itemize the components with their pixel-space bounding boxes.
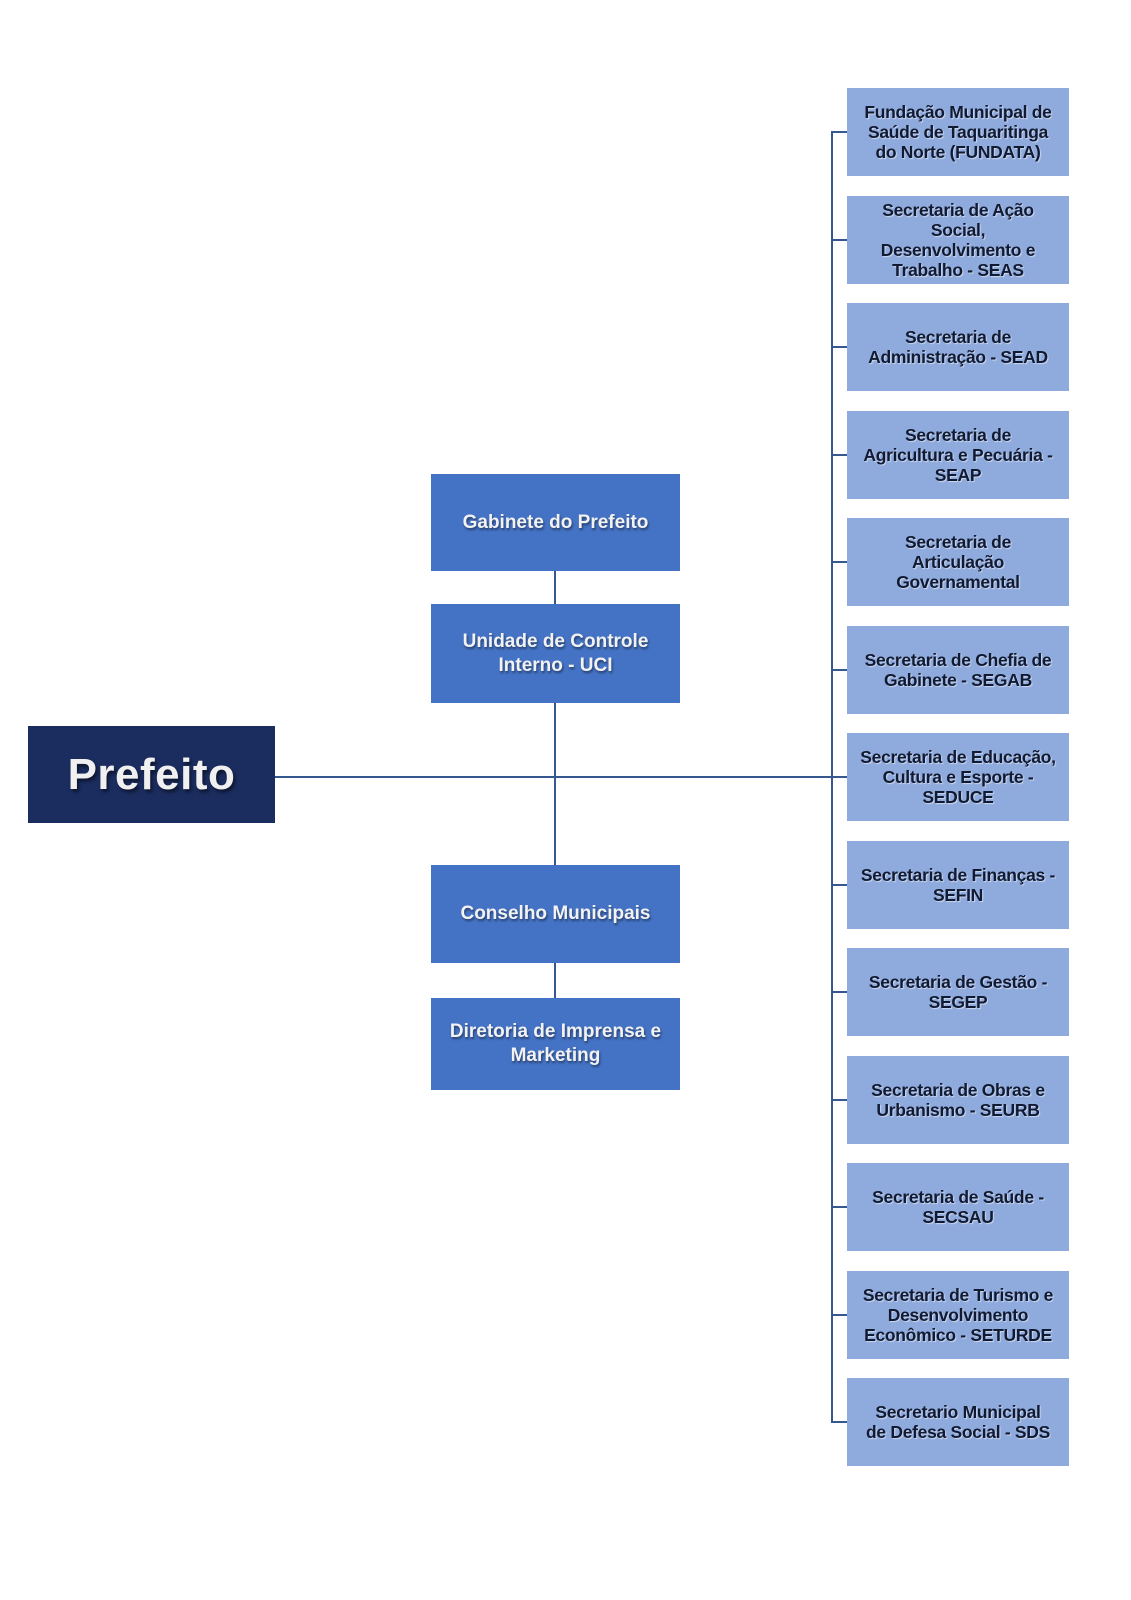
org-node-secretariat: Secretario Municipal de Defesa Social - … <box>847 1378 1069 1466</box>
connector-tick <box>831 346 847 348</box>
connector-tick <box>831 1099 847 1101</box>
org-node-unidade-controle-interno: Unidade de Controle Interno - UCI <box>431 604 680 703</box>
connector-tick <box>831 991 847 993</box>
org-node-secretariat: Secretaria de Agricultura e Pecuária - S… <box>847 411 1069 499</box>
org-node-conselho-municipais: Conselho Municipais <box>431 865 680 963</box>
org-node-secretariat: Secretaria de Chefia de Gabinete - SEGAB <box>847 626 1069 714</box>
connector-uci-conselho <box>554 703 556 865</box>
org-node-secretariat: Fundação Municipal de Saúde de Taquariti… <box>847 88 1069 176</box>
org-node-secretariat: Secretaria de Educação, Cultura e Esport… <box>847 733 1069 821</box>
org-node-secretariat: Secretaria de Finanças - SEFIN <box>847 841 1069 929</box>
connector-tick <box>831 239 847 241</box>
connector-gabinete-uci <box>554 571 556 604</box>
connector-tick <box>831 1206 847 1208</box>
connector-tick <box>831 454 847 456</box>
org-node-secretariat: Secretaria de Administração - SEAD <box>847 303 1069 391</box>
connector-tick <box>831 131 847 133</box>
connector-tick <box>831 776 847 778</box>
org-node-secretariat: Secretaria de Saúde - SECSAU <box>847 1163 1069 1251</box>
connector-tick <box>831 561 847 563</box>
connector-tick <box>831 1421 847 1423</box>
org-node-secretariat: Secretaria de Obras e Urbanismo - SEURB <box>847 1056 1069 1144</box>
org-node-prefeito: Prefeito <box>28 726 275 823</box>
org-node-secretariat: Secretaria de Ação Social, Desenvolvimen… <box>847 196 1069 284</box>
org-node-secretariat: Secretaria de Articulação Governamental <box>847 518 1069 606</box>
connector-tick <box>831 669 847 671</box>
org-node-gabinete-do-prefeito: Gabinete do Prefeito <box>431 474 680 571</box>
org-node-diretoria-imprensa-marketing: Diretoria de Imprensa e Marketing <box>431 998 680 1090</box>
connector-tick <box>831 884 847 886</box>
org-node-secretariat: Secretaria de Gestão - SEGEP <box>847 948 1069 1036</box>
connector-conselho-diretoria <box>554 963 556 998</box>
connector-root-horizontal <box>275 776 847 778</box>
connector-tick <box>831 1314 847 1316</box>
org-node-secretariat: Secretaria de Turismo e Desenvolvimento … <box>847 1271 1069 1359</box>
